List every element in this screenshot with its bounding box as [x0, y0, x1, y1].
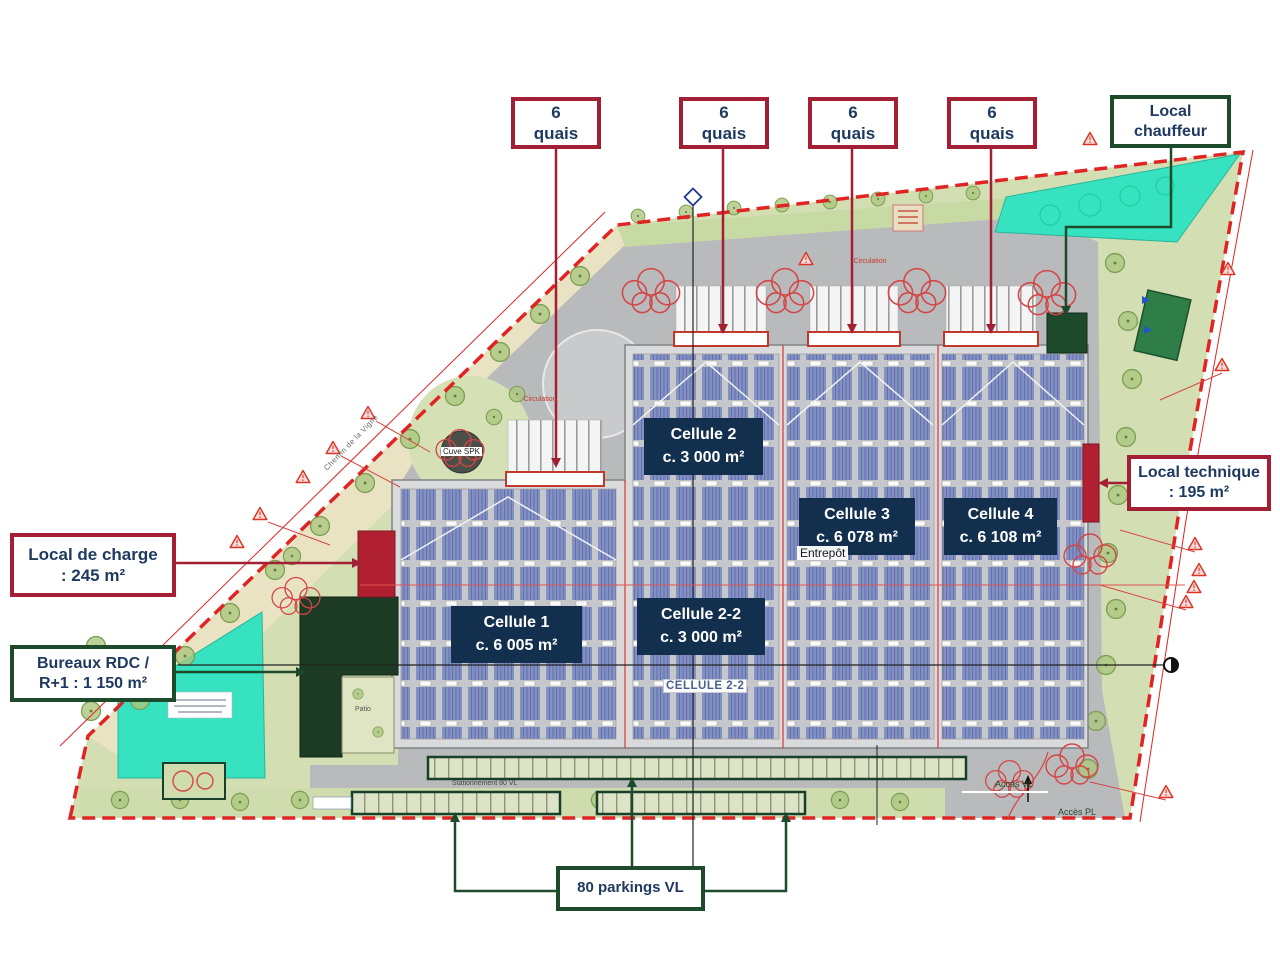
bureaux-line2: R+1 : 1 150 m²	[38, 674, 148, 692]
marker-triangles	[229, 131, 1236, 801]
cellule-2-2-area: c. 3 000 m²	[660, 628, 742, 646]
cellule-4-area: c. 6 108 m²	[959, 528, 1042, 546]
blue-arrow-1	[1142, 296, 1150, 304]
acces-vl-label: Accès VL	[995, 779, 1034, 789]
cellule-2-2-name: Cellule 2-2	[660, 606, 742, 624]
circulation-label-2: Circulation	[853, 258, 887, 265]
quais-word: quais	[969, 124, 1015, 143]
small-sign-text-lines	[898, 210, 918, 224]
cell-label-cellule-3: Cellule 3 c. 6 078 m²	[799, 498, 915, 555]
local-technique-line1: Local technique	[1138, 464, 1260, 481]
quais-count: 6	[848, 102, 858, 122]
blue-arrow-2	[1144, 326, 1152, 334]
callout-6-quais-1: 6 quais	[511, 97, 601, 149]
stationnement-label: Stationnement 80 VL	[452, 780, 518, 787]
cellule-3-area: c. 6 078 m²	[816, 528, 898, 546]
callout-leaders	[176, 148, 1173, 893]
cellule-1-name: Cellule 1	[483, 614, 550, 632]
patio-area	[341, 676, 395, 754]
pond-label-box	[167, 691, 233, 719]
callout-bureaux: Bureaux RDC / R+1 : 1 150 m²	[10, 645, 176, 702]
circulation-label-1: Circulation	[523, 396, 557, 403]
callout-local-chauffeur: Local chauffeur	[1110, 95, 1231, 148]
pump-reserve-mark	[172, 770, 194, 792]
technical-room-building	[1082, 443, 1100, 523]
cellule-2-area: c. 3 000 m²	[662, 448, 745, 466]
cellule-2-name: Cellule 2	[670, 426, 737, 444]
section-lines	[178, 187, 1179, 866]
access-arrow-head	[1024, 775, 1032, 784]
pump-reserve-sign	[162, 762, 226, 800]
property-boundary	[67, 149, 1246, 820]
bureaux-line1: Bureaux RDC /	[36, 654, 150, 672]
cell-label-cellule-2-2: Cellule 2-2 c. 3 000 m²	[637, 598, 765, 655]
charge-room-building	[357, 530, 396, 598]
office-building	[299, 596, 399, 758]
callout-6-quais-4: 6 quais	[947, 97, 1037, 149]
local-technique-line2: : 195 m²	[1168, 484, 1230, 501]
small-sign	[892, 204, 924, 232]
acces-pl-label: Accès PL	[1058, 807, 1097, 817]
quais-count: 6	[719, 102, 729, 122]
cellule-1-area: c. 6 005 m²	[475, 636, 558, 654]
local-chauffeur-line1: Local	[1149, 102, 1192, 120]
cellule-3-name: Cellule 3	[824, 506, 890, 524]
local-de-charge-line2: : 245 m²	[60, 566, 126, 585]
firewall-lines	[624, 345, 939, 748]
cell-label-cellule-2: Cellule 2 c. 3 000 m²	[644, 418, 763, 475]
quais-word: quais	[701, 124, 747, 143]
quais-word: quais	[830, 124, 876, 143]
callout-6-quais-2: 6 quais	[679, 97, 769, 149]
basin-trees	[1039, 176, 1175, 226]
callout-local-de-charge: Local de charge : 245 m²	[10, 533, 176, 597]
pump-reserve-mark-2	[196, 772, 214, 790]
entrepot-label: Entrepôt	[797, 546, 849, 560]
parking-rows	[350, 755, 968, 816]
cellule-4-name: Cellule 4	[967, 506, 1034, 524]
quais-count: 6	[987, 102, 997, 122]
driver-room-building	[1046, 312, 1088, 354]
callout-local-technique: Local technique : 195 m²	[1127, 455, 1271, 511]
callout-80-parkings: 80 parkings VL	[556, 866, 705, 911]
fire-water-retention	[1133, 289, 1192, 362]
callout-6-quais-3: 6 quais	[808, 97, 898, 149]
cuve-spk-label: Cuve SPK	[441, 447, 482, 456]
quais-word: quais	[533, 124, 579, 143]
quais-count: 6	[551, 102, 561, 122]
cell-label-cellule-4: Cellule 4 c. 6 108 m²	[944, 498, 1057, 555]
roof-gables	[400, 360, 1085, 561]
local-chauffeur-line2: chauffeur	[1134, 122, 1207, 140]
parkings-label: 80 parkings VL	[577, 879, 684, 897]
local-de-charge-line1: Local de charge	[28, 544, 158, 564]
tiny-label-box	[312, 796, 352, 810]
fire-lane-curve	[1007, 751, 1049, 819]
patio-label: Patio	[355, 706, 371, 713]
pond-label-lines	[174, 699, 226, 713]
cell-label-cellule-1: Cellule 1 c. 6 005 m²	[451, 606, 582, 663]
cellule-2-2-plan-label: CELLULE 2-2	[663, 679, 748, 693]
